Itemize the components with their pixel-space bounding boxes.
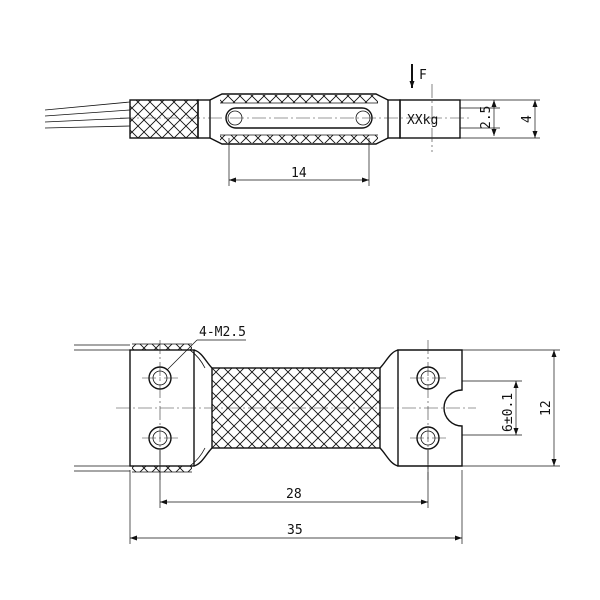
right-mount-block	[397, 349, 463, 467]
dim-overall-length-label: 35	[287, 523, 303, 538]
thread-label: 4-M2.5	[199, 325, 246, 340]
dim-overall-width-label: 12	[539, 400, 554, 416]
capacity-label: XXkg	[407, 113, 438, 128]
force-label: F	[419, 68, 427, 83]
left-potting-block	[130, 100, 198, 138]
cable-wires	[44, 101, 131, 129]
flexure-slot	[225, 107, 373, 129]
top-view: F XXkg 14 2.5 4	[44, 64, 540, 186]
dim-hole-pitch-label: 28	[286, 487, 302, 502]
right-load-block	[399, 99, 461, 139]
dim-slot-width-label: 6±0.1	[501, 393, 516, 432]
sensor-body-side	[209, 93, 389, 145]
dim-height-label: 4	[520, 115, 535, 123]
dim-slot-height-label: 2.5	[479, 106, 494, 129]
dim-length-label: 14	[291, 166, 307, 181]
front-view: 4-M2.5 28 35 6±0.1 12	[74, 325, 560, 544]
right-mount-block-side	[387, 99, 401, 139]
left-mount-block-side	[197, 99, 211, 139]
